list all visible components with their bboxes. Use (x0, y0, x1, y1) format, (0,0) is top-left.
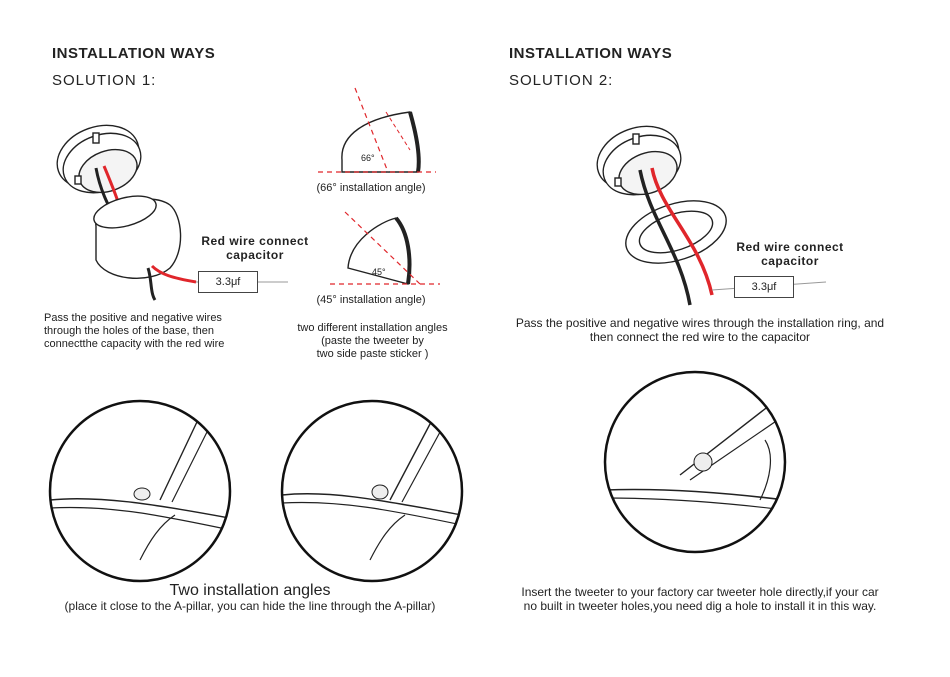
a-pillar-view-1 (50, 401, 230, 581)
bottom-note-left: (place it close to the A-pillar, you can… (64, 599, 436, 613)
tweeter-45-illustration (330, 211, 440, 285)
instruction-right: Pass the positive and negative wires thr… (480, 316, 920, 344)
instruction-right-line-2: then connect the red wire to the capacit… (589, 330, 811, 344)
a-pillar-view-2 (282, 404, 462, 561)
angles-note-line-2: (paste the tweeter by (321, 335, 424, 347)
view-circle-3 (603, 370, 787, 554)
angles-note-line-1: two different installation angles (297, 322, 448, 334)
instruction-right-line-1: Pass the positive and negative wires thr… (515, 316, 885, 330)
bottom-note-right-line-1: Insert the tweeter to your factory car t… (521, 585, 879, 599)
subheading-solution-2: SOLUTION 2: (509, 72, 614, 89)
capacitor-title-right-text: Red wire connect capacitor (736, 240, 844, 268)
bottom-title-left: Two installation angles (169, 582, 331, 599)
instruction-left-line-3: connectthe capacity with the red wire (44, 338, 225, 350)
bottom-note-right-line-2: no built in tweeter holes,you need dig a… (523, 599, 877, 613)
heading-solution-2: INSTALLATION WAYS (509, 45, 673, 62)
heading-solution-1: INSTALLATION WAYS (52, 45, 216, 62)
view-circle-2 (280, 399, 464, 583)
angle-45-caption: (45° installation angle) (316, 294, 426, 306)
angles-note: two different installation angles (paste… (285, 322, 460, 361)
a-pillar-view-3 (605, 404, 785, 511)
view-circle-1 (48, 399, 232, 583)
angle-66-caption: (66° installation angle) (316, 182, 426, 194)
tweeter-cup-illustration (93, 195, 182, 279)
capacitor-title-left-text: Red wire connect capacitor (201, 234, 309, 262)
tweeter-66-illustration (318, 87, 436, 173)
bottom-note-right: Insert the tweeter to your factory car t… (480, 585, 920, 613)
angles-note-line-3: two side paste sticker ) (316, 348, 429, 360)
subheading-solution-1: SOLUTION 1: (52, 72, 157, 89)
tweeter-base-illustration (56, 124, 142, 194)
instruction-left-line-2: through the holes of the base, then (44, 325, 215, 337)
capacitor-box-right: 3.3μf (734, 276, 794, 298)
instruction-left-line-1: Pass the positive and negative wires (44, 312, 222, 324)
capacitor-title-left: Red wire connect capacitor (190, 234, 320, 262)
angle-66-label: 66° (361, 153, 375, 163)
capacitor-title-right: Red wire connect capacitor (730, 240, 850, 268)
instruction-left: Pass the positive and negative wires thr… (44, 312, 264, 351)
capacitor-box-left: 3.3μf (198, 271, 258, 293)
angle-45-label: 45° (372, 267, 386, 277)
tweeter-ring-illustration (596, 125, 727, 264)
